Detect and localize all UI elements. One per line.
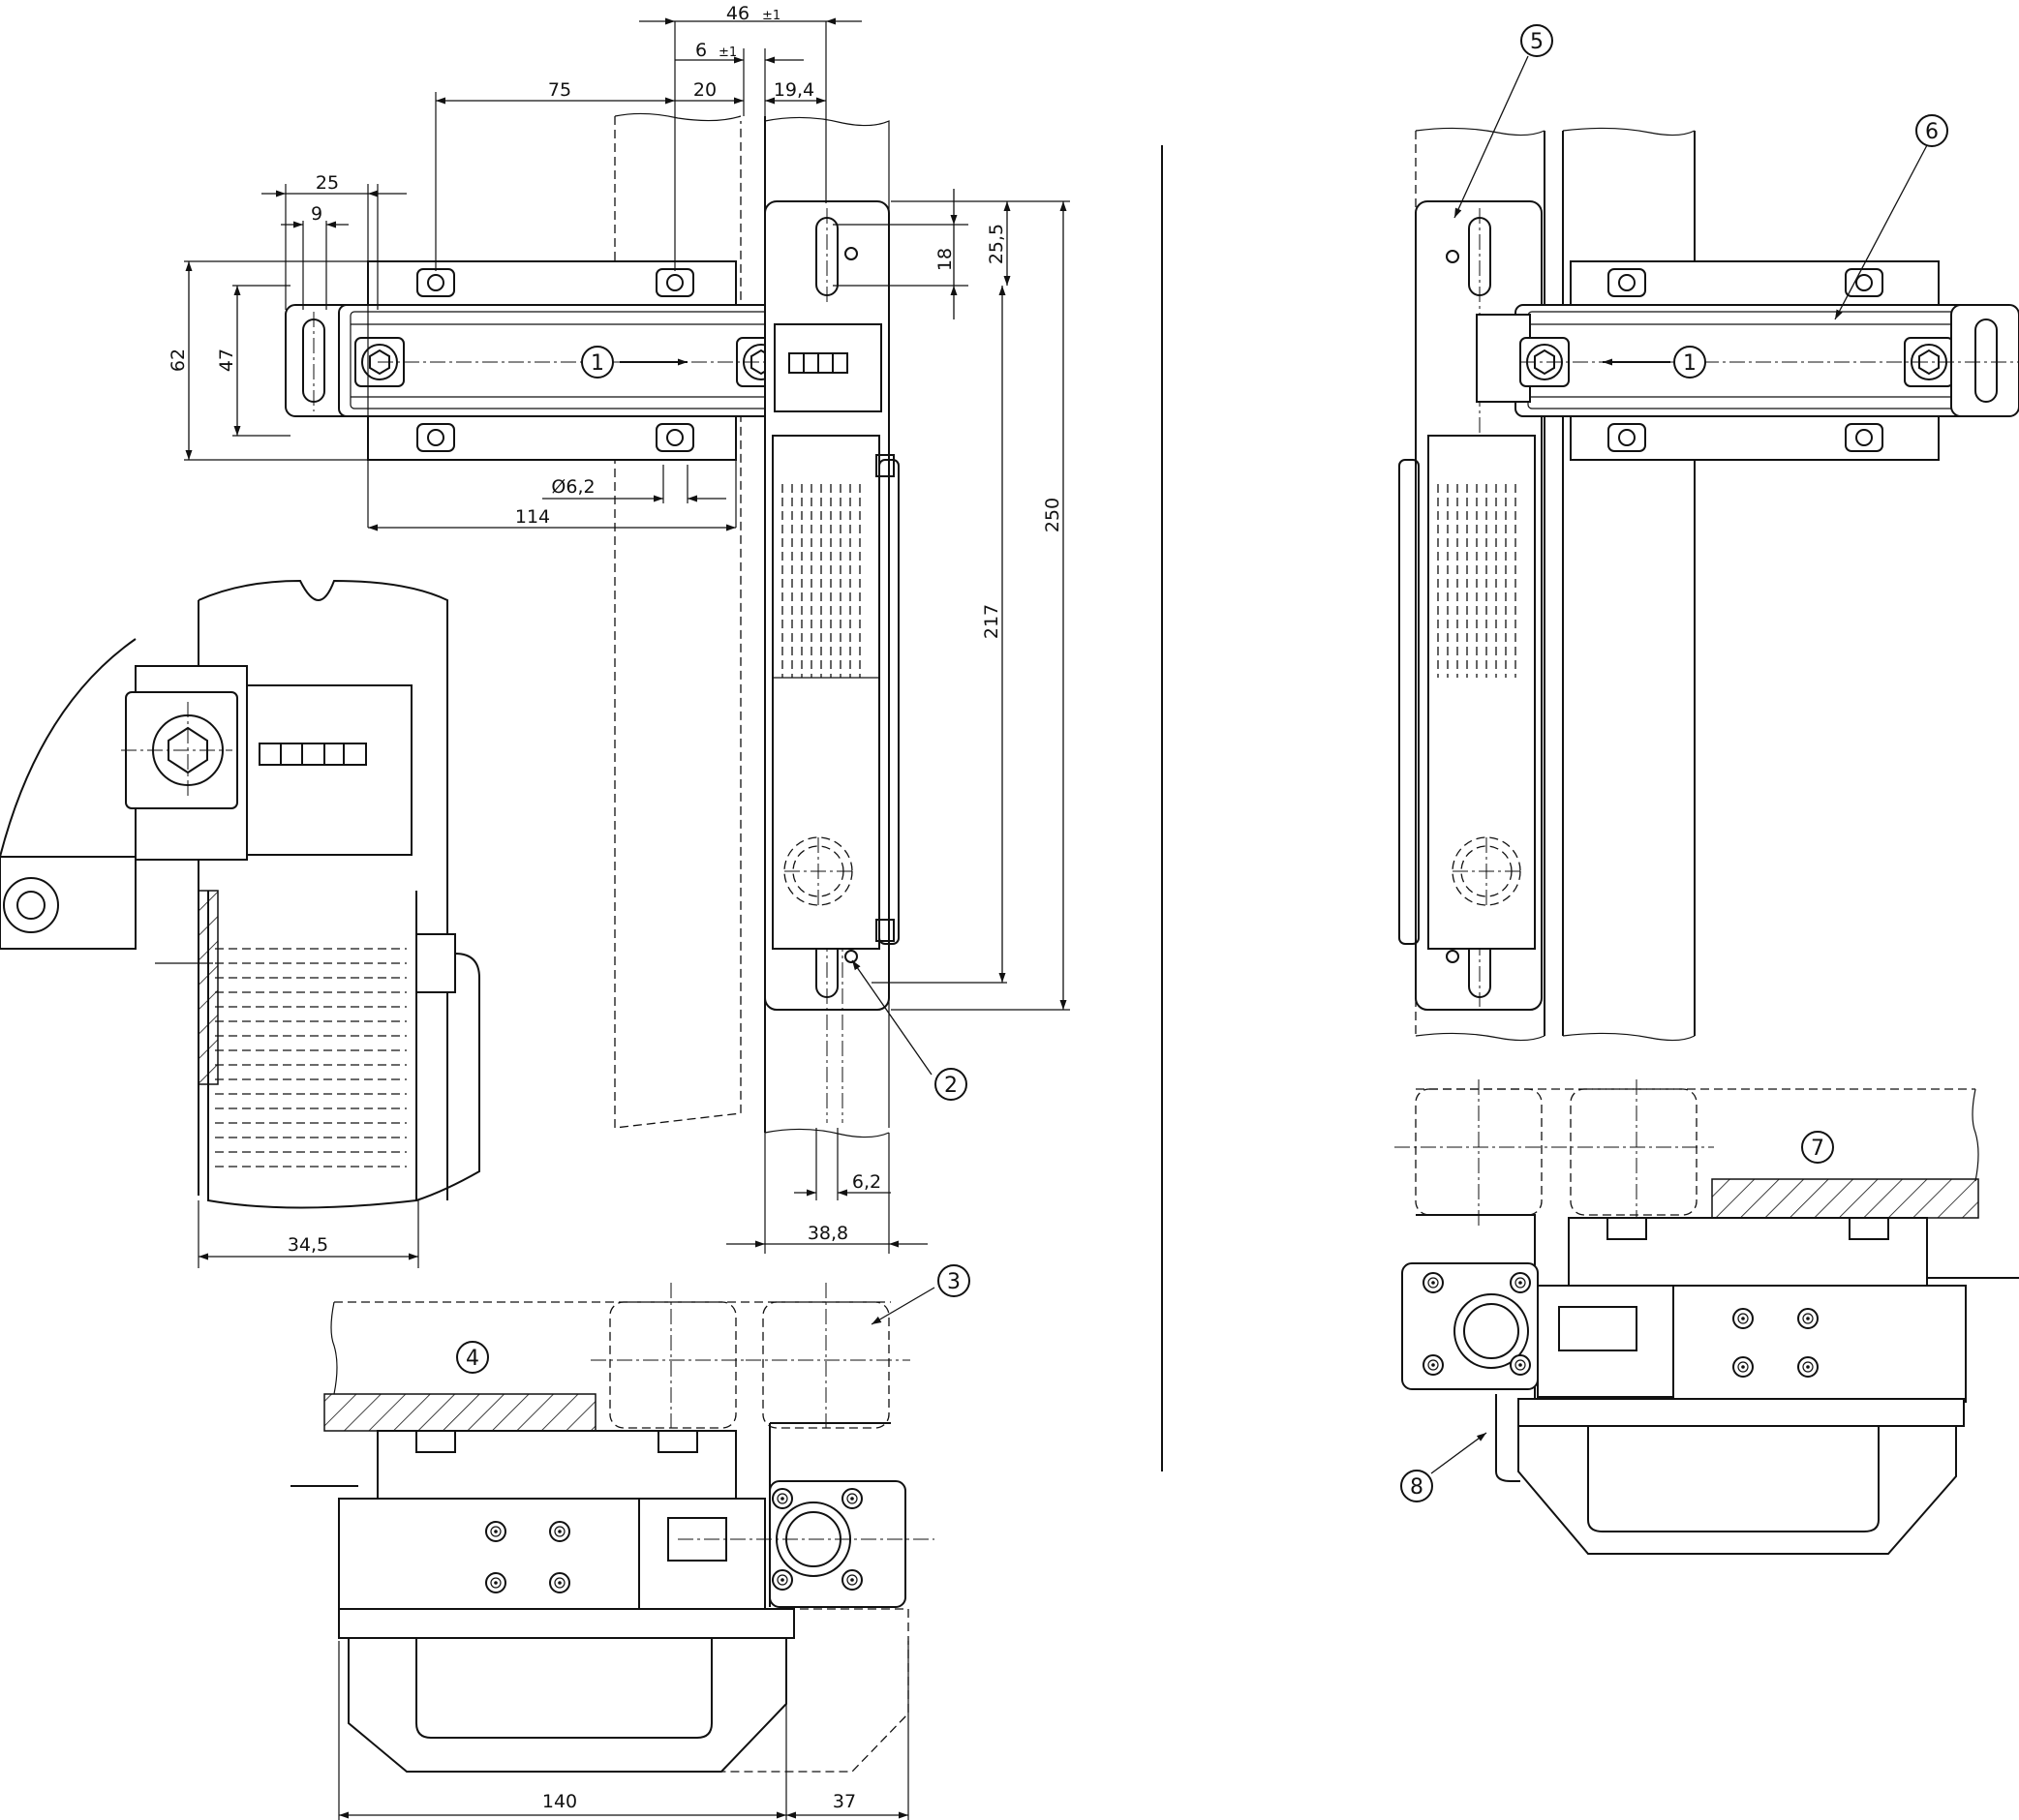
dim-46: 46 <box>726 3 749 24</box>
dim-34-5: 34,5 <box>288 1234 328 1256</box>
svg-text:8: 8 <box>1410 1475 1423 1500</box>
dim-217: 217 <box>981 604 1002 639</box>
dim-62: 62 <box>168 349 189 372</box>
dimension-arrows <box>185 17 1928 1819</box>
callout-8: 8 <box>1400 1470 1433 1502</box>
dim-114: 114 <box>515 506 550 528</box>
callout-6: 6 <box>1915 114 1948 147</box>
dimension-labels: 46 ±1 6 ±1 75 20 19,4 25 9 62 47 Ø6,2 11… <box>168 3 1063 1812</box>
callout-7: 7 <box>1801 1131 1834 1164</box>
dimension-lines <box>184 21 1070 1820</box>
dim-47: 47 <box>216 349 237 372</box>
svg-text:6: 6 <box>1925 120 1939 144</box>
callout-3: 3 <box>937 1264 970 1297</box>
top-view-right <box>1161 127 2019 1471</box>
svg-text:3: 3 <box>947 1270 961 1294</box>
dim-9: 9 <box>311 203 322 225</box>
bottom-view-left <box>291 1283 934 1773</box>
dim-250: 250 <box>1042 498 1063 532</box>
dim-diameter-6-2: Ø6,2 <box>551 476 595 498</box>
svg-text:2: 2 <box>944 1074 958 1098</box>
bottom-view-right <box>1394 1079 2019 1555</box>
svg-text:5: 5 <box>1530 30 1544 54</box>
callout-2: 2 <box>934 1068 967 1101</box>
svg-text:1: 1 <box>1683 351 1697 376</box>
dim-140: 140 <box>542 1791 577 1812</box>
dim-19-4: 19,4 <box>774 79 814 101</box>
dim-38-8: 38,8 <box>808 1223 848 1244</box>
dim-37: 37 <box>833 1791 856 1812</box>
callout-5: 5 <box>1520 24 1553 57</box>
dim-18: 18 <box>934 248 956 271</box>
dim-46-tolerance: ±1 <box>762 9 780 23</box>
svg-text:1: 1 <box>591 351 604 376</box>
dim-25: 25 <box>316 172 339 194</box>
dim-75: 75 <box>548 79 571 101</box>
callout-1-right: 1 <box>1673 346 1706 379</box>
dim-6: 6 <box>695 40 707 61</box>
callouts: 1 1 2 3 4 5 6 7 8 <box>456 24 1948 1502</box>
svg-text:7: 7 <box>1811 1137 1824 1161</box>
dim-6-tolerance: ±1 <box>719 46 737 60</box>
detail-side-view <box>0 579 480 1209</box>
callout-4: 4 <box>456 1341 489 1374</box>
svg-text:4: 4 <box>466 1347 479 1371</box>
callout-1-left: 1 <box>581 346 614 379</box>
dim-25-5: 25,5 <box>986 224 1007 264</box>
dim-6-2: 6,2 <box>852 1171 881 1193</box>
top-view-left <box>285 112 900 1138</box>
dim-20: 20 <box>693 79 717 101</box>
